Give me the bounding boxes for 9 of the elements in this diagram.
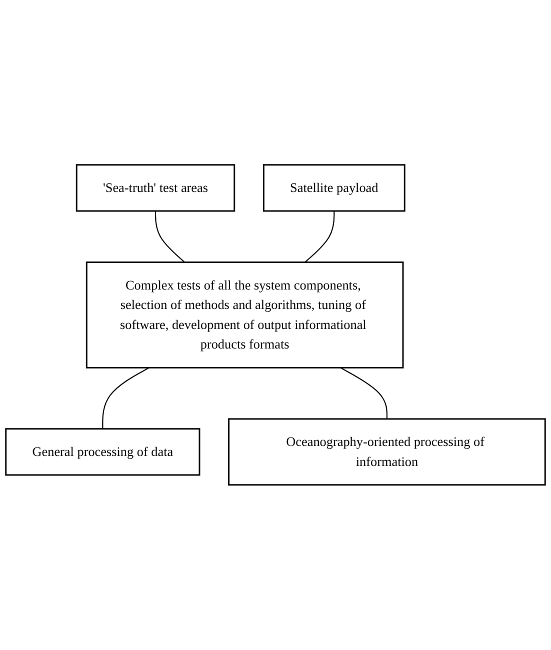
node-box: Satellite payload [262,164,406,212]
connector [340,367,388,420]
connector [304,211,335,263]
connector [102,367,150,429]
node-box: Complex tests of all the system components, selection of methods and algorithms, tuning of software, development of output informational products formats [86,262,404,369]
node-box: Oceanography-oriented processing of information [228,418,546,486]
node-box: 'Sea-truth' test areas [76,164,236,212]
connector [154,211,186,263]
node-box: General processing of data [5,428,200,476]
